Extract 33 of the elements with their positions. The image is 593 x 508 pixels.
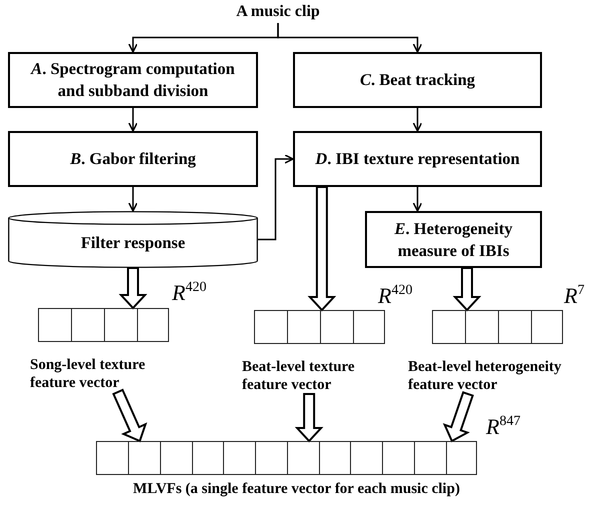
block-arrow	[294, 393, 324, 442]
arrow	[277, 23, 422, 53]
block-arrow	[118, 267, 148, 310]
box-label: C. Beat tracking	[360, 69, 476, 91]
process-box	[365, 211, 542, 268]
vector-caption: Beat-level heterogeneity feature vector	[408, 358, 562, 394]
box-label: A. Spectrogram computation and subband division	[29, 58, 236, 102]
process-box	[8, 131, 258, 187]
input-label: A music clip	[218, 3, 338, 23]
feature-vector	[96, 441, 477, 475]
vector-caption: Song-level texture feature vector	[30, 356, 146, 392]
space-label: R$^{847}$	[486, 414, 520, 440]
block-arrow	[308, 186, 336, 312]
block-arrow	[442, 391, 474, 442]
arrow	[128, 187, 138, 212]
cylinder-label: Filter response	[80, 233, 186, 253]
process-box	[8, 52, 258, 108]
box-label: E. Heterogeneity measure of IBIs	[393, 218, 514, 262]
arrow	[258, 154, 294, 240]
block-arrow	[452, 267, 482, 312]
arrow	[128, 108, 138, 132]
arrow	[412, 108, 422, 132]
arrow	[412, 187, 422, 212]
process-box	[293, 52, 542, 108]
process-box	[293, 131, 542, 187]
vector-caption: MLVFs (a single feature vector for each music clip)	[132, 480, 461, 498]
box-label: D. IBI texture representation	[315, 148, 520, 170]
space-label: R$^{420}$	[172, 280, 206, 306]
space-label: R$^{7}$	[564, 283, 584, 309]
space-label: R$^{420}$	[378, 283, 412, 309]
box-label: B. Gabor filtering	[70, 148, 196, 170]
block-arrow	[112, 388, 148, 442]
vector-caption: Beat-level texture feature vector	[242, 358, 356, 394]
